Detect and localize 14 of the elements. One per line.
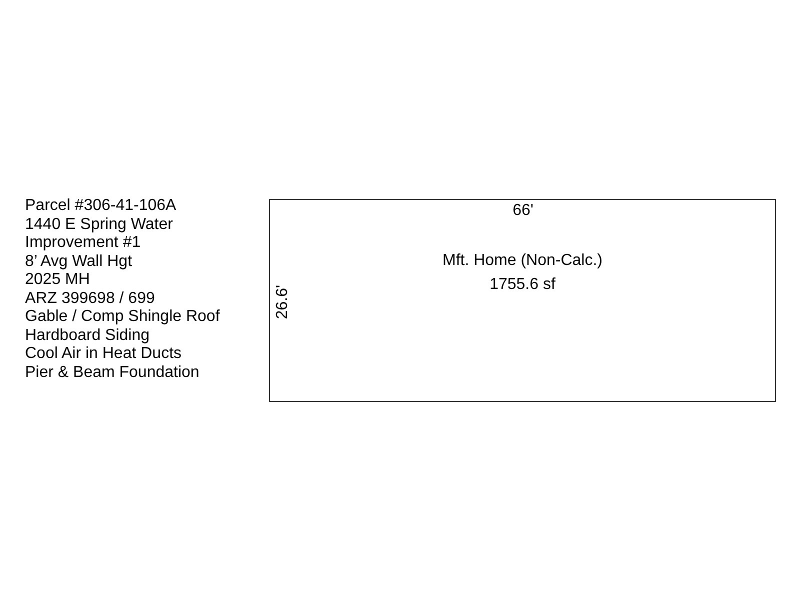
property-note: 1440 E Spring Water	[25, 216, 173, 234]
area-name: Mft. Home (Non-Calc.)	[441, 252, 604, 270]
property-note: Parcel #306-41-106A	[25, 197, 176, 215]
property-note: Hardboard Siding	[25, 326, 150, 344]
dimension-label: 66'	[512, 202, 534, 220]
property-note: ARZ 399698 / 699	[25, 290, 155, 308]
dimension-label: 26.6'	[274, 284, 292, 322]
property-note: 8’ Avg Wall Hgt	[25, 252, 132, 270]
floor-plan-outline	[269, 199, 776, 402]
property-note: Pier & Beam Foundation	[25, 364, 200, 382]
property-note: 2025 MH	[25, 271, 90, 289]
property-note: Gable / Comp Shingle Roof	[25, 308, 220, 326]
property-note: Cool Air in Heat Ducts	[25, 345, 182, 363]
property-note: Improvement #1	[25, 234, 141, 252]
